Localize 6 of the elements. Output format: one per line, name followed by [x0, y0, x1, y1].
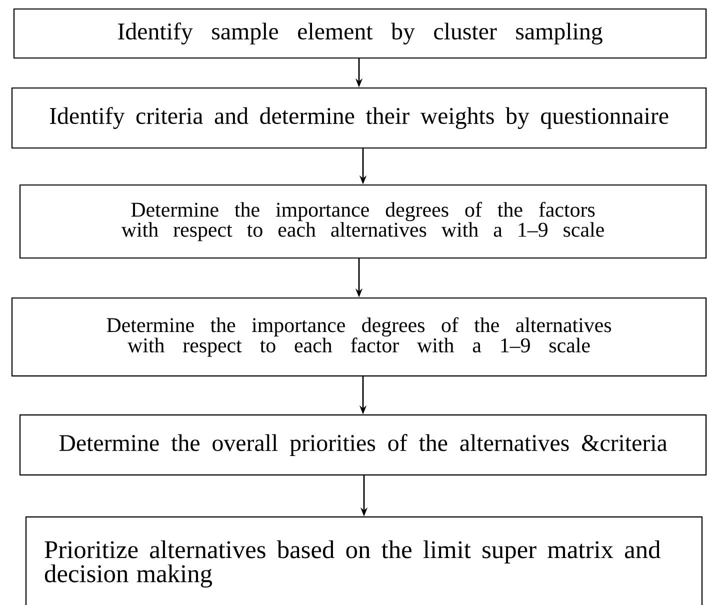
process-box: Prioritize alternatives based on the limit super matrix and decision making — [25, 516, 703, 605]
process-box: Determine the importance degrees of the factors with respect to each alternatives with a 1–9 scale — [19, 184, 707, 259]
process-box: Determine the importance degrees of the alternatives with respect to each factor with a 1–9 scale — [11, 297, 707, 377]
process-box: Identify sample element by cluster sampling — [13, 8, 707, 59]
process-box: Determine the overall priorities of the alternatives &criteria — [19, 414, 707, 476]
process-box: Identify criteria and determine their weights by questionnaire — [11, 87, 707, 149]
